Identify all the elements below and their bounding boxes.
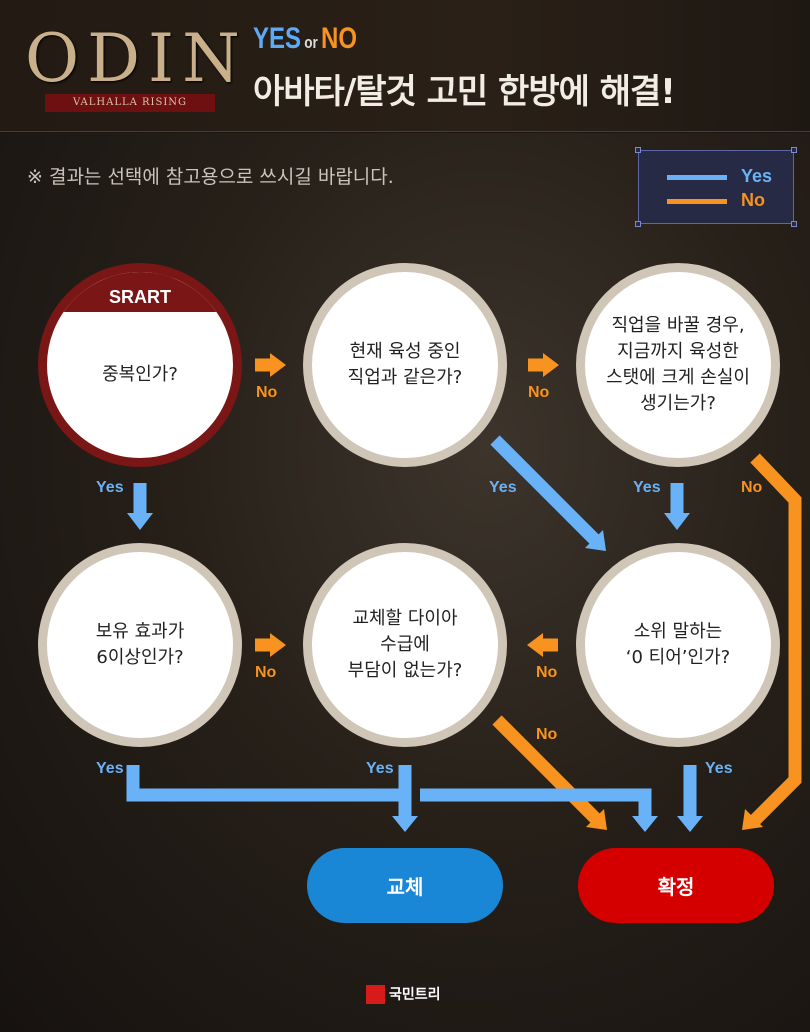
disclaimer-note: ※ 결과는 선택에 참고용으로 쓰시길 바랍니다. [27,166,394,188]
arrowhead [270,633,286,657]
edge-label-no: No [536,664,558,681]
arrow-q4-yes-confirm [420,788,652,818]
question-text: 소위 말하는 ‘0 티어’인가? [625,621,731,668]
start-label: SRART [47,272,233,312]
question-text: 중복인가? [102,364,178,385]
or-word: or [304,33,318,52]
legend-corner [635,147,641,153]
no-word: NO [321,22,358,55]
arrowhead [585,530,606,551]
arrowhead [543,353,559,377]
legend-yes-line [667,175,727,180]
legend-no-label: No [741,190,765,210]
footer-brand: 국민트리 [366,984,441,1004]
arrowhead [677,816,703,832]
edge-label-yes: Yes [705,760,733,777]
arrow-q4-yes [126,765,405,802]
arrowhead [632,816,658,832]
legend-corner [791,221,797,227]
question-node-tier: 소위 말하는 ‘0 티어’인가? [576,543,780,747]
result-confirm: 확정 [578,848,774,923]
arrowhead [392,816,418,832]
question-text: 교체할 다이아 수급에 부담이 없는가? [347,608,463,681]
arrow-q5-no [492,715,601,824]
question-node-stat-loss: 직업을 바꿀 경우, 지금까지 육성한 스탯에 크게 손실이 생기는가? [576,263,780,467]
legend-corner [635,221,641,227]
page-title: 아바타/탈것 고민 한방에 해결! [253,72,676,112]
edge-label-no: No [256,384,278,401]
arrowhead [586,809,607,830]
arrow-q3-no [749,453,802,826]
start-node: SRART 중복인가? [38,263,242,467]
edge-label-no: No [741,479,763,496]
result-replace: 교체 [307,848,503,923]
yes-word: YES [253,22,302,55]
arrowhead [270,353,286,377]
question-text: 직업을 바꿀 경우, 지금까지 육성한 스탯에 크게 손실이 생기는가? [606,315,750,414]
edge-label-yes: Yes [489,479,517,496]
edge-label-no: No [255,664,277,681]
question-node-diamond: 교체할 다이아 수급에 부담이 없는가? [303,543,507,747]
odin-logo: ODIN VALHALLA RISING [25,20,248,115]
brand-logo [366,984,385,1004]
logo-text: ODIN [25,20,248,97]
edge-label-no: No [536,726,558,743]
arrowhead [742,809,763,830]
edge-label-yes: Yes [96,760,124,777]
arrow-q2-yes [490,435,601,546]
edge-label-yes: Yes [633,479,661,496]
arrowhead [127,513,153,530]
logo-subtitle: VALHALLA RISING [45,94,215,112]
brand-name: 국민트리 [389,987,441,1003]
edge-label-yes: Yes [366,760,394,777]
legend-yes-label: Yes [741,166,773,186]
legend-corner [791,147,797,153]
edge-label-yes: Yes [96,479,124,496]
legend: Yes No [635,147,797,227]
question-node-same-class: 현재 육성 중인 직업과 같은가? [303,263,507,467]
legend-no-line [667,199,727,204]
arrowhead [527,633,543,657]
arrowhead [664,513,690,530]
question-node-effect: 보유 효과가 6이상인가? [38,543,242,747]
question-text: 현재 육성 중인 직업과 같은가? [347,341,463,388]
edge-label-no: No [528,384,550,401]
question-text: 보유 효과가 6이상인가? [95,621,185,668]
